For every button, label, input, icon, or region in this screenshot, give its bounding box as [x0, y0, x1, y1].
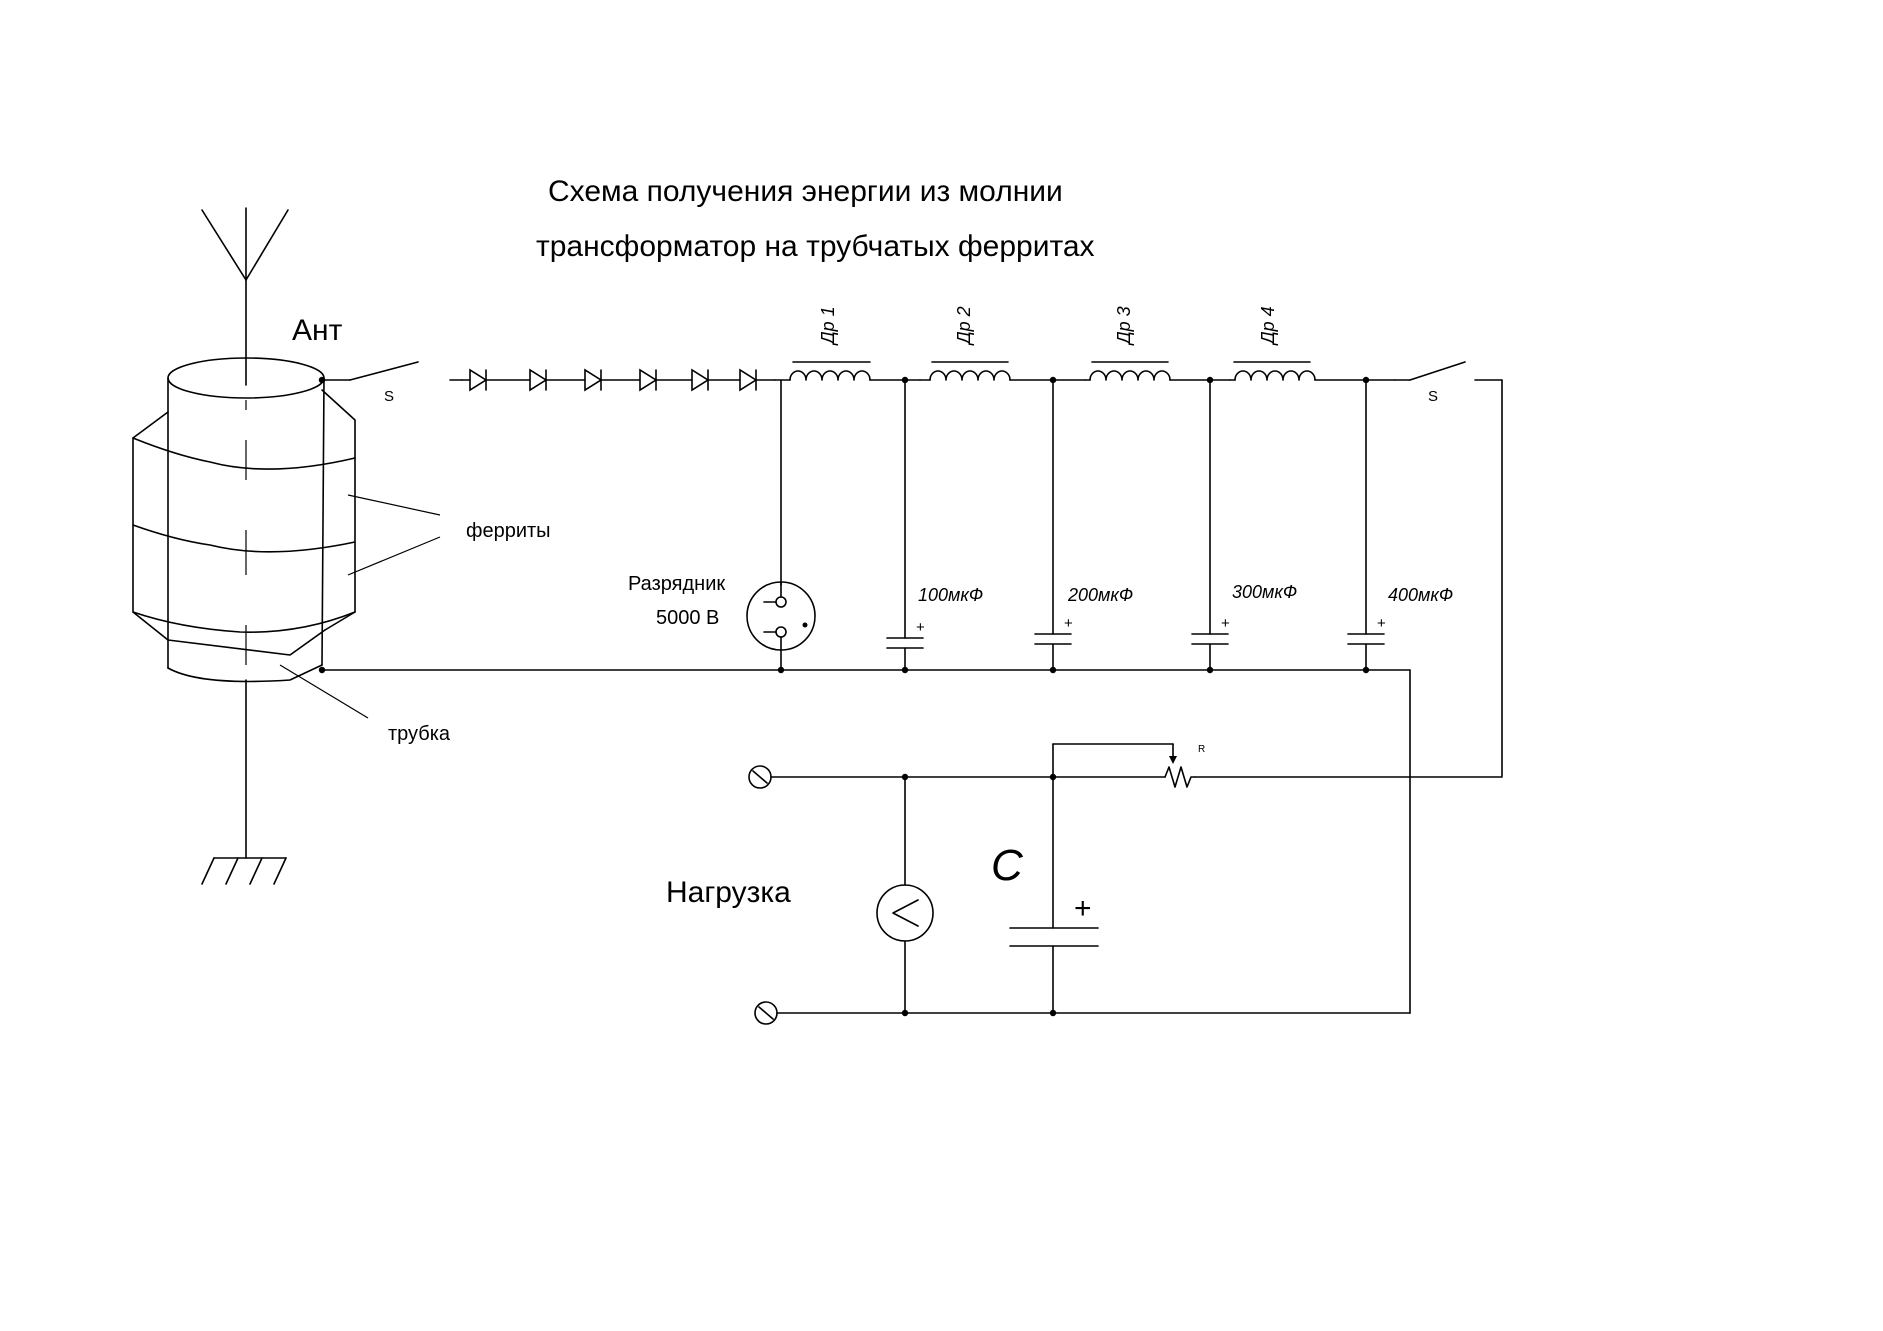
choke-1 [774, 361, 921, 381]
arrester-voltage-label: 5000 В [656, 607, 719, 629]
resistor-label: R [1198, 744, 1205, 755]
switch-right-label: S [1428, 388, 1438, 405]
tube-callout-line [279, 664, 369, 719]
capacitor-c-label: C [991, 841, 1024, 890]
capacitor-2-polarity: + [1064, 615, 1073, 632]
switch-left-label: S [384, 388, 394, 405]
switch-right [1394, 361, 1503, 777]
capacitor-4-polarity: + [1377, 615, 1386, 632]
ferrites-label: ферриты [466, 520, 551, 542]
capacitor-4 [1347, 379, 1385, 671]
antenna-label: Ант [292, 314, 343, 347]
diode-4 [639, 368, 658, 392]
arrester-name-label: Разрядник [628, 573, 725, 595]
diode-6 [739, 368, 758, 392]
capacitor-3 [1191, 379, 1229, 671]
capacitor-3-polarity: + [1221, 615, 1230, 632]
load-terminal-top[interactable] [748, 765, 772, 789]
capacitor-1 [886, 379, 924, 671]
load-label: Нагрузка [666, 876, 791, 909]
variable-resistor [1052, 743, 1196, 788]
ferrites-callout-line-1 [347, 494, 441, 516]
choke-1-label: Др 1 [818, 306, 838, 346]
capacitor-1-value: 100мкФ [918, 585, 983, 605]
antenna-symbol [201, 207, 289, 386]
capacitor-3-value: 300мкФ [1232, 582, 1297, 602]
diode-1 [469, 368, 488, 392]
choke-2-label: Др 2 [954, 306, 974, 346]
capacitor-2-value: 200мкФ [1067, 585, 1133, 605]
choke-4 [1229, 361, 1396, 381]
voltmeter [876, 773, 934, 1017]
title-line-2: трансформатор на трубчатых ферритах [536, 230, 1095, 263]
capacitor-2 [1034, 379, 1072, 671]
capacitor-4-value: 400мкФ [1388, 585, 1453, 605]
load-capacitor-polarity: + [1074, 892, 1092, 925]
load-capacitor [1009, 773, 1099, 1017]
diode-3 [584, 368, 603, 392]
switch-left [321, 361, 463, 381]
choke-3-label: Др 3 [1114, 306, 1134, 346]
spark-gap-arrester [746, 379, 816, 671]
diode-2 [529, 368, 548, 392]
diode-string [461, 368, 776, 392]
title-line-1: Схема получения энергии из молнии [548, 175, 1063, 208]
choke-3 [1084, 361, 1231, 381]
capacitor-1-polarity: + [916, 619, 925, 636]
ground-symbol [201, 857, 287, 885]
bottom-rail [318, 666, 1411, 1014]
ferrites-callout-line-2 [347, 536, 441, 576]
choke-4-label: Др 4 [1258, 306, 1278, 346]
tube-label: трубка [388, 723, 451, 745]
load-terminal-bottom[interactable] [754, 1001, 778, 1025]
choke-2 [919, 361, 1086, 381]
diode-5 [691, 368, 710, 392]
ferrite-transformer [132, 357, 356, 859]
